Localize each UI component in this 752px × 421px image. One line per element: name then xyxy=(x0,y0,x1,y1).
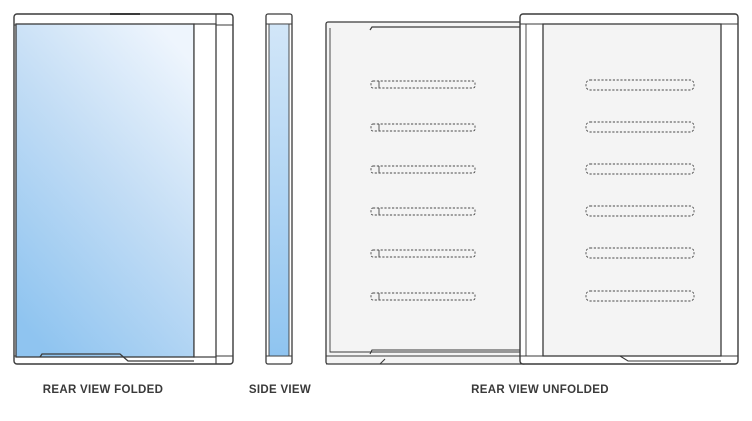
unfolded-right-inner-panel xyxy=(542,23,722,357)
unfolded-left-panel xyxy=(325,21,527,365)
folded-glass-panel xyxy=(15,23,195,358)
rear-view-folded-drawing xyxy=(13,13,234,365)
side-view-label: SIDE VIEW xyxy=(248,384,312,396)
unfolded-bottom-tab xyxy=(369,349,526,355)
unfolded-top-rail xyxy=(369,26,526,31)
rear-view-folded-label: REAR VIEW FOLDED xyxy=(42,384,164,396)
rear-view-unfolded-label: REAR VIEW UNFOLDED xyxy=(471,384,609,396)
rear-view-unfolded-drawing xyxy=(325,13,739,365)
side-view-drawing xyxy=(265,13,293,365)
right-panel-dashed-slots xyxy=(585,79,695,302)
folded-bottom-tab xyxy=(39,353,194,362)
side-glass-edge xyxy=(268,23,290,357)
folded-hinge-strip xyxy=(193,23,217,358)
left-panel-dashed-slots xyxy=(370,80,476,301)
